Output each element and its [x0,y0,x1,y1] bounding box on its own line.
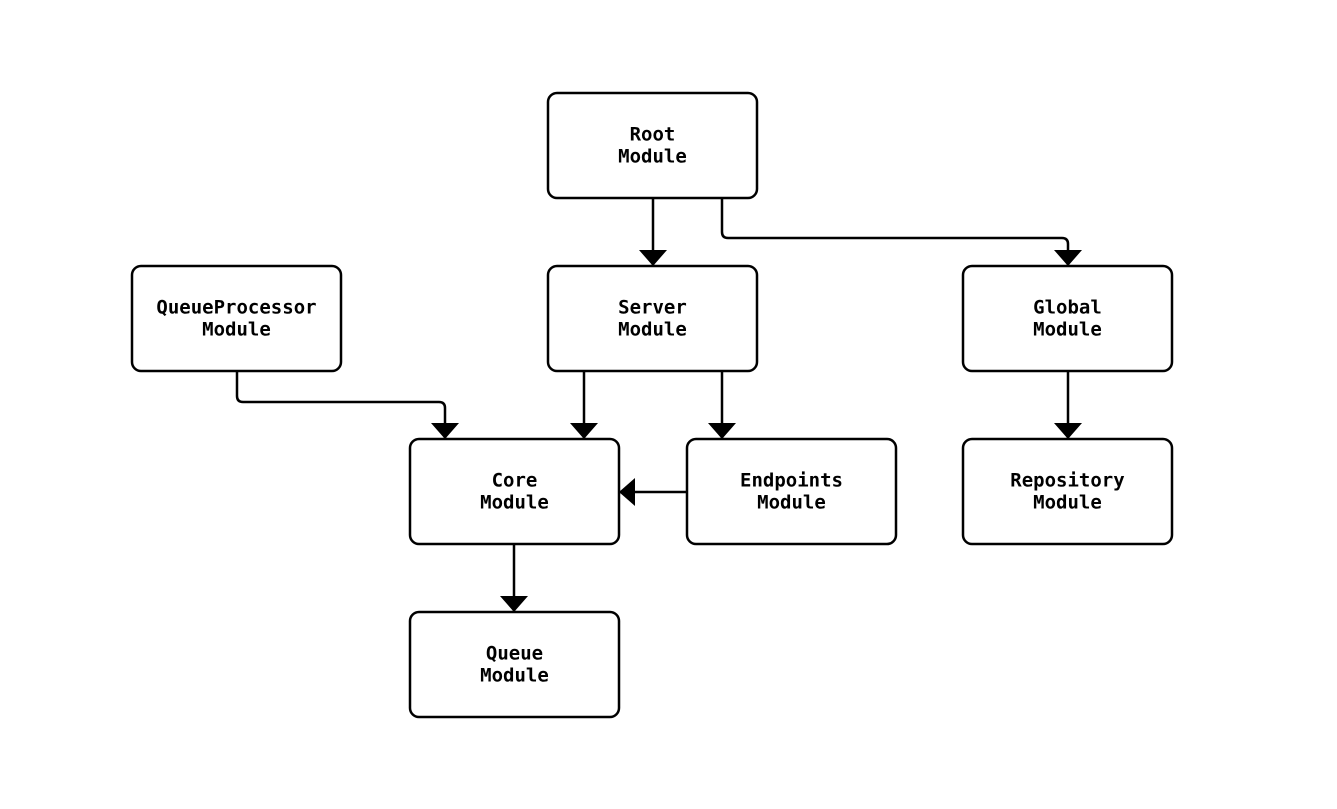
node-core-label-line1: Core [492,470,538,492]
node-server-label-line2: Module [618,319,687,341]
node-queueprocessor-box [130,264,343,373]
node-queue-box [408,610,621,719]
node-root-label-line1: Root [630,124,676,146]
node-endpoints-box [685,437,898,546]
node-endpoints-label-line1: Endpoints [740,470,843,492]
node-queueprocessor-label-line2: Module [202,319,271,341]
node-queue-label-line2: Module [480,665,549,687]
node-global-box [961,264,1174,373]
node-queue-label-line1: Queue [486,643,543,665]
node-core-label-line2: Module [480,492,549,514]
node-endpoints-label-line2: Module [757,492,826,514]
nodes-layer: RootModuleQueueProcessorModuleServerModu… [130,91,1174,719]
node-root-label-line2: Module [618,146,687,168]
node-core-box [408,437,621,546]
node-global-label-line2: Module [1033,319,1102,341]
node-queueprocessor-label-line1: QueueProcessor [156,297,316,319]
edge-root-to-global [720,198,1082,266]
node-repository-label-line1: Repository [1010,470,1124,492]
node-root-box [546,91,759,200]
node-repository-box [961,437,1174,546]
edges-layer [235,198,1082,612]
node-global-label-line1: Global [1033,297,1102,319]
edge-queueprocessor-to-core [235,371,459,439]
node-server-label-line1: Server [618,297,687,319]
node-server-box [546,264,759,373]
node-repository-label-line2: Module [1033,492,1102,514]
